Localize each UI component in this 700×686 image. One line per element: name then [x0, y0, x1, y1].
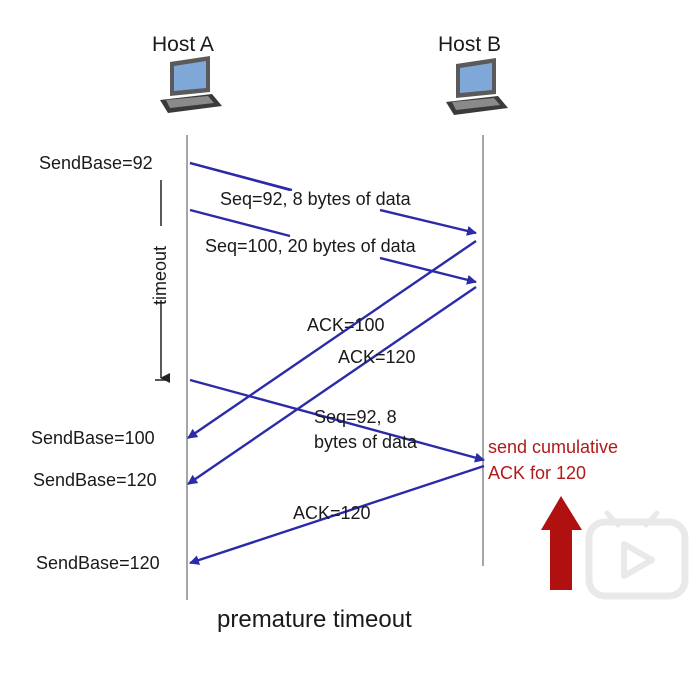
play-watermark-icon	[585, 510, 689, 600]
msg-ack120-label: ACK=120	[338, 347, 416, 367]
sendbase-92-label: SendBase=92	[39, 153, 153, 173]
host-b-computer-icon	[446, 58, 508, 115]
msg-seq92-retx-line1: Seq=92, 8	[314, 407, 397, 427]
host-a-label: Host A	[152, 33, 214, 56]
msg-seq92-label: Seq=92, 8 bytes of data	[220, 189, 411, 209]
sendbase-120-final-label: SendBase=120	[36, 553, 160, 573]
annotation-line2: ACK for 120	[488, 463, 587, 483]
msg-seq92-retx-line2: bytes of data	[314, 432, 418, 452]
arrow-seq92-retx	[189, 378, 485, 463]
diagram-caption: premature timeout	[217, 606, 412, 633]
up-arrow-icon	[541, 496, 582, 590]
msg-ack120-final-label: ACK=120	[293, 503, 371, 523]
timeout-interval	[155, 180, 170, 383]
sendbase-120-label: SendBase=120	[33, 470, 157, 490]
arrow-ack120	[187, 286, 477, 485]
arrow-ack120-final	[189, 464, 485, 565]
timeout-label: timeout	[150, 245, 170, 305]
arrow-seq100-b	[379, 256, 477, 285]
arrow-seq92-b	[379, 208, 477, 236]
annotation-line1: send cumulative	[488, 437, 619, 457]
sendbase-100-label: SendBase=100	[31, 428, 155, 448]
msg-seq100-label: Seq=100, 20 bytes of data	[205, 236, 416, 256]
msg-ack100-label: ACK=100	[307, 315, 385, 335]
arrow-ack100	[187, 240, 477, 439]
host-a-computer-icon	[160, 56, 222, 113]
arrow-seq100-a	[189, 208, 291, 238]
host-b-label: Host B	[438, 33, 502, 56]
arrow-seq92-a	[189, 161, 293, 192]
